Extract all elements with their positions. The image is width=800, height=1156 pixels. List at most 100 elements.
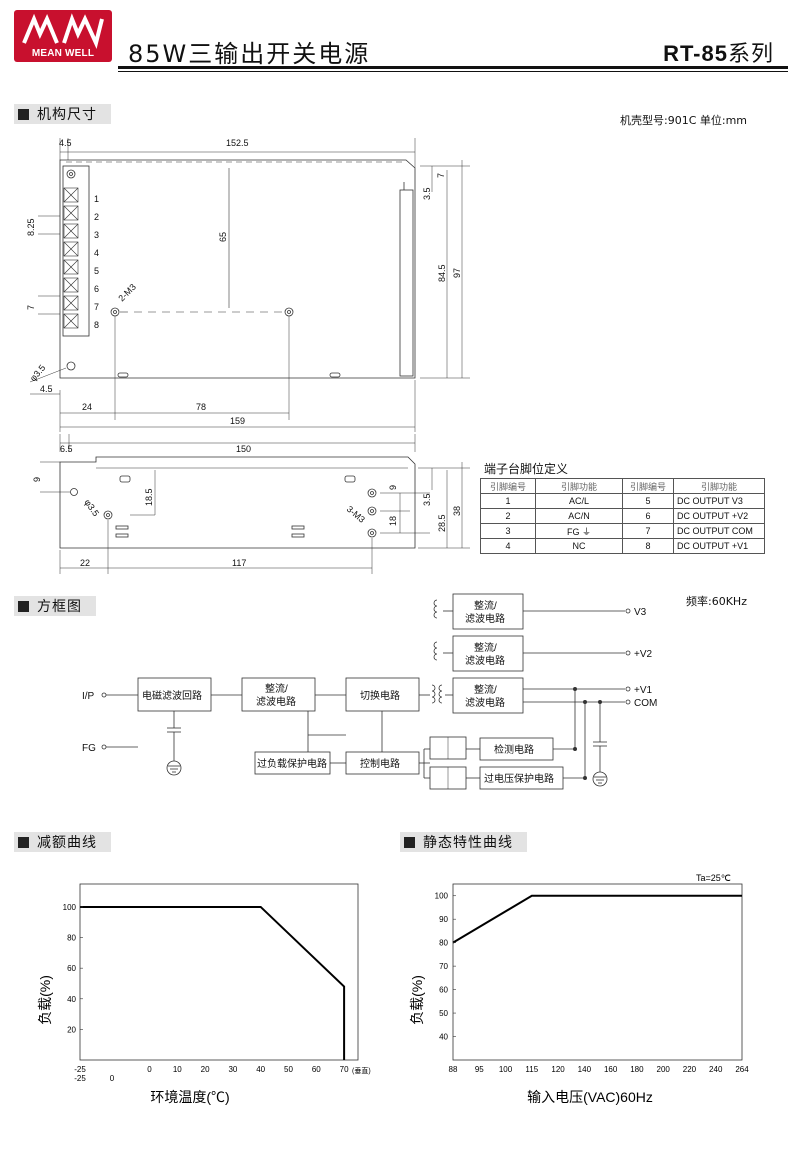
- rect-filter-label: 整流/: [474, 641, 497, 654]
- derating-ytick: 100: [63, 903, 77, 912]
- table-header-row: 引脚编号 引脚功能 引脚编号 引脚功能: [480, 478, 765, 494]
- square-bullet-icon: [18, 108, 29, 120]
- static-ytick: 60: [439, 986, 448, 995]
- derating-xtick: 10: [173, 1065, 182, 1074]
- dim-label: 9: [388, 485, 398, 490]
- control-label: 控制电路: [360, 757, 400, 770]
- static-ytick: 80: [439, 939, 448, 948]
- dim-label: 28.5: [437, 514, 447, 532]
- derating-xtick: 60: [312, 1065, 321, 1074]
- static-xtick: 120: [551, 1065, 565, 1074]
- dim-label: 6.5: [60, 444, 73, 454]
- static-series-line: [452, 894, 742, 944]
- static-xtick: 240: [709, 1065, 723, 1074]
- dim-label: 8.25: [26, 218, 36, 236]
- derating-xtick-bottom: 0: [110, 1074, 115, 1083]
- emi-filter-label: 电磁滤波回路: [142, 689, 202, 702]
- output-v2-label: +V2: [634, 649, 653, 660]
- static-ytick: 90: [439, 915, 448, 924]
- section-derating: 减额曲线: [14, 832, 111, 852]
- table-cell: NC: [535, 538, 623, 554]
- rect-filter-label: 整流/: [265, 682, 288, 695]
- dim-label: 4.5: [40, 384, 53, 394]
- square-bullet-icon: [18, 600, 29, 612]
- detection-label: 检测电路: [494, 743, 534, 756]
- pin-number: 4: [94, 248, 99, 258]
- static-xtick: 140: [578, 1065, 592, 1074]
- table-cell: 5: [622, 493, 674, 509]
- table-cell: DC OUTPUT V3: [673, 493, 765, 509]
- static-xtick: 180: [630, 1065, 644, 1074]
- static-xtick: 115: [525, 1065, 538, 1074]
- table-cell: 1: [480, 493, 536, 509]
- derating-ylabel: 负载(%): [37, 975, 53, 1025]
- dim-label: 38: [452, 506, 462, 516]
- dim-label: φ3.5: [82, 497, 101, 518]
- dim-label: 65: [218, 232, 228, 242]
- derating-x-note: (垂直): [352, 1066, 371, 1075]
- derating-xtick: 70: [340, 1065, 349, 1074]
- static-ytick: 50: [439, 1009, 448, 1018]
- section-static: 静态特性曲线: [400, 832, 527, 852]
- table-row: 1 AC/L 5 DC OUTPUT V3: [480, 493, 765, 509]
- table-cell: 4: [480, 538, 536, 554]
- derating-xtick: -25: [74, 1065, 86, 1074]
- table-cell: 7: [622, 523, 674, 539]
- dim-label: 7: [436, 173, 446, 178]
- rect-filter-label: 滤波电路: [465, 612, 505, 625]
- derating-xlabel: 环境温度(℃): [150, 1089, 229, 1105]
- dim-label: 7: [26, 305, 36, 310]
- static-ytick: 70: [439, 962, 448, 971]
- series-label: RT-85系列: [663, 36, 774, 68]
- section-static-label: 静态特性曲线: [423, 835, 513, 851]
- static-ta-note: Ta=25℃: [696, 873, 731, 883]
- terminal-table: 引脚编号 引脚功能 引脚编号 引脚功能 1 AC/L 5 DC OUTPUT V…: [480, 478, 765, 554]
- dim-label: 4.5: [59, 138, 72, 148]
- terminal-table-title: 端子台脚位定义: [484, 462, 569, 476]
- section-mechanical: 机构尺寸: [14, 104, 111, 124]
- static-xtick: 160: [604, 1065, 618, 1074]
- mechanical-drawing: 4.5 152.5 8.25 65 7 3.5 84.5 97 7 2-M3 4…: [26, 138, 470, 574]
- pin-number: 8: [94, 320, 99, 330]
- static-xtick: 95: [475, 1065, 484, 1074]
- derating-ytick: 60: [67, 964, 76, 973]
- static-ytick: 40: [439, 1033, 448, 1042]
- derating-xtick: 30: [228, 1065, 237, 1074]
- table-cell: DC OUTPUT +V1: [673, 538, 765, 554]
- static-xtick: 100: [499, 1065, 513, 1074]
- square-bullet-icon: [404, 836, 415, 848]
- rect-filter-label: 滤波电路: [256, 695, 296, 708]
- static-ylabel: 负载(%): [409, 975, 425, 1025]
- input-ip-label: I/P: [82, 691, 95, 702]
- table-cell: FG ⏚: [535, 523, 623, 539]
- pin-number: 7: [94, 302, 99, 312]
- dim-label: 152.5: [226, 138, 249, 148]
- rect-filter-label: 滤波电路: [465, 654, 505, 667]
- dim-label: 3.5: [422, 187, 432, 200]
- table-cell: AC/L: [535, 493, 623, 509]
- dim-label: 78: [196, 402, 206, 412]
- static-xtick: 264: [735, 1065, 749, 1074]
- table-cell: 6: [622, 508, 674, 524]
- dim-label: 3.5: [422, 493, 432, 506]
- derating-ytick: 20: [67, 1025, 76, 1034]
- overload-label: 过负载保护电路: [257, 757, 327, 770]
- section-derating-label: 减额曲线: [37, 835, 97, 851]
- dim-label: 24: [82, 402, 92, 412]
- output-com-label: COM: [634, 698, 657, 709]
- case-note: 机壳型号:901C 单位:mm: [620, 114, 748, 127]
- block-diagram: I/P FG 电磁滤波回路 整流/ 滤波电路 切换电路 整流/ 滤波电路 整流/…: [82, 593, 657, 790]
- static-xtick: 88: [449, 1065, 458, 1074]
- overvoltage-label: 过电压保护电路: [484, 772, 554, 785]
- derating-ytick: 80: [67, 934, 76, 943]
- table-cell: DC OUTPUT COM: [673, 523, 765, 539]
- dim-label: φ3.5: [28, 363, 47, 383]
- dim-label: 18.5: [144, 488, 154, 506]
- derating-series-line: [80, 905, 346, 1060]
- header-rule: [118, 66, 788, 69]
- pin-number: 6: [94, 284, 99, 294]
- derating-xtick-bottom: -25: [74, 1074, 86, 1083]
- output-v3-label: V3: [634, 607, 647, 618]
